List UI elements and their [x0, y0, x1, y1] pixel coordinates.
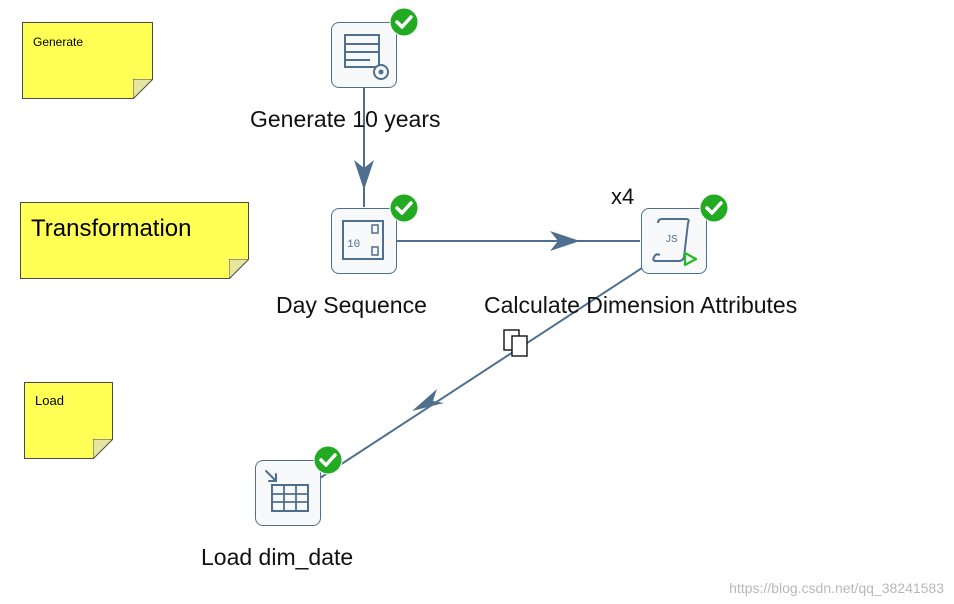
note-fold-icon [93, 439, 113, 459]
step-calculate-dimension-attributes[interactable]: JS [641, 208, 707, 274]
step-label-day-sequence: Day Sequence [276, 292, 427, 318]
check-circle-icon [313, 445, 343, 475]
step-generate-10-years[interactable] [331, 22, 397, 88]
step-load-dim-date[interactable] [255, 460, 321, 526]
hop-calculate-to-load[interactable] [319, 267, 643, 479]
svg-text:10: 10 [347, 239, 360, 251]
step-label-calculate: Calculate Dimension Attributes [484, 292, 798, 318]
note-transformation[interactable]: Transformation [20, 202, 249, 279]
svg-text:JS: JS [666, 234, 678, 245]
step-label-load: Load dim_date [201, 544, 354, 570]
javascript-script-icon: JS [652, 218, 698, 267]
check-circle-icon [389, 7, 419, 37]
check-circle-icon [699, 193, 729, 223]
step-day-sequence[interactable]: 10 [331, 208, 397, 274]
table-gear-icon [344, 34, 389, 80]
hop-arrow-generate-to-sequence [354, 160, 374, 190]
note-fold-icon [133, 79, 153, 99]
hop-arrow-calculate-to-load [412, 389, 444, 411]
hop-arrow-sequence-to-calculate [550, 231, 580, 251]
note-generate[interactable]: Generate [22, 22, 153, 99]
watermark: https://blog.csdn.net/qq_38241583 [729, 580, 944, 596]
check-circle-icon [389, 193, 419, 223]
table-output-icon [265, 470, 309, 512]
note-transformation-text: Transformation [31, 215, 192, 242]
note-generate-text: Generate [33, 35, 84, 49]
note-load-text: Load [35, 393, 64, 408]
note-fold-icon [229, 259, 249, 279]
step-label-generate: Generate 10 years [250, 106, 441, 132]
step-copies-badge: x4 [611, 184, 635, 209]
sequence-icon: 10 [342, 220, 384, 260]
copy-rows-icon [503, 329, 528, 357]
